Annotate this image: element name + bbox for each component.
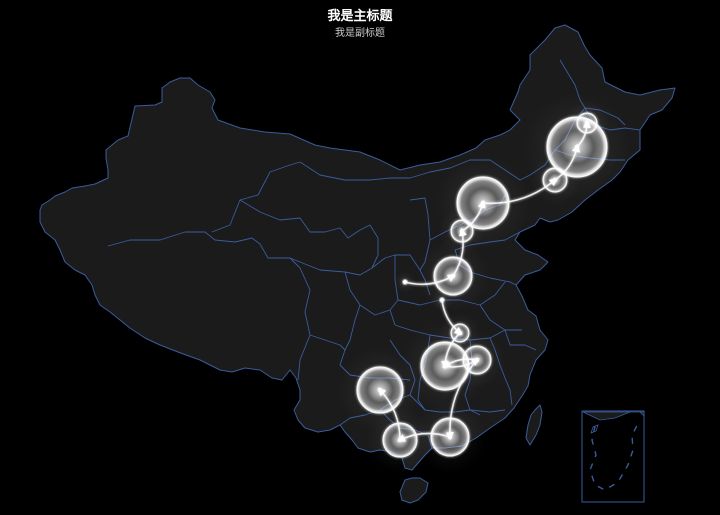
node-dot	[439, 297, 445, 303]
effect-scatter-nodes	[337, 93, 631, 474]
node-dot	[397, 437, 403, 443]
node-dot	[402, 279, 408, 285]
taiwan-island	[525, 404, 543, 446]
node-dot	[459, 228, 465, 234]
node-dot	[574, 144, 580, 150]
node-dot	[442, 363, 448, 369]
node-dot	[480, 200, 486, 206]
node-dot	[457, 330, 463, 336]
hainan-island	[399, 477, 429, 504]
node-dot	[474, 357, 480, 363]
node-dot	[450, 273, 456, 279]
mainland-outline	[39, 24, 676, 471]
map-area	[39, 24, 676, 504]
node-dot	[377, 387, 383, 393]
node-dot	[552, 177, 558, 183]
node-dot	[447, 434, 453, 440]
south-china-sea-inset	[581, 410, 645, 503]
chart-title: 我是主标题	[327, 9, 393, 24]
chart-subtitle: 我是副标题	[335, 28, 385, 39]
